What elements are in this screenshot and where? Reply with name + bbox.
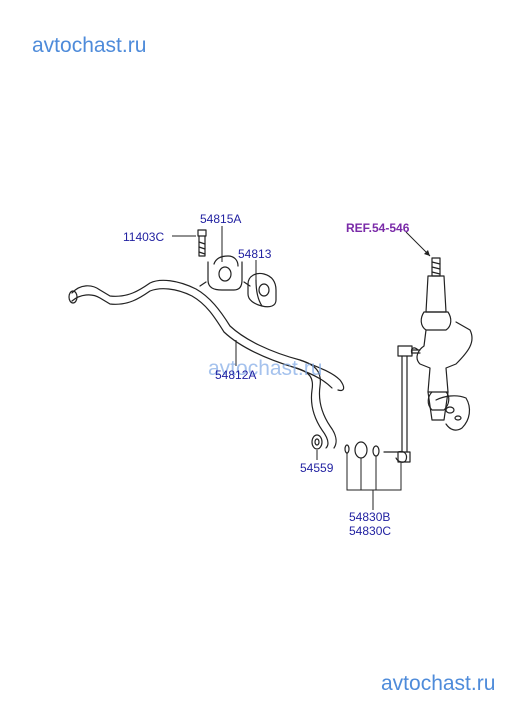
callout-bolt[interactable]: 11403C — [123, 230, 165, 244]
callout-bushing[interactable]: 54813 — [238, 247, 272, 261]
bolt-drawing — [197, 229, 207, 257]
callout-link-b[interactable]: 54830B — [349, 510, 391, 524]
callout-bracket[interactable]: 54815A — [200, 212, 242, 226]
watermark-bottom: avtochast.ru — [381, 672, 496, 695]
watermark-middle: avtochast.ru — [208, 357, 323, 380]
callout-link-c[interactable]: 54830C — [349, 524, 392, 538]
leader-link-group — [346, 453, 402, 510]
stabilizer-bar-drawing — [68, 279, 345, 449]
ref-arrowhead — [424, 250, 430, 256]
bracket-drawing — [199, 255, 251, 291]
stabilizer-link-drawing — [397, 345, 421, 463]
callout-nut[interactable]: 54559 — [300, 461, 334, 475]
nut-drawing — [311, 434, 323, 450]
strut-drawing — [410, 257, 473, 431]
watermark-top: avtochast.ru — [32, 34, 147, 57]
callout-stabilizer-bar[interactable]: 54812A — [215, 368, 257, 382]
callout-strut-reference[interactable]: REF.54-546 — [346, 221, 410, 235]
bushing-drawing — [247, 272, 277, 308]
